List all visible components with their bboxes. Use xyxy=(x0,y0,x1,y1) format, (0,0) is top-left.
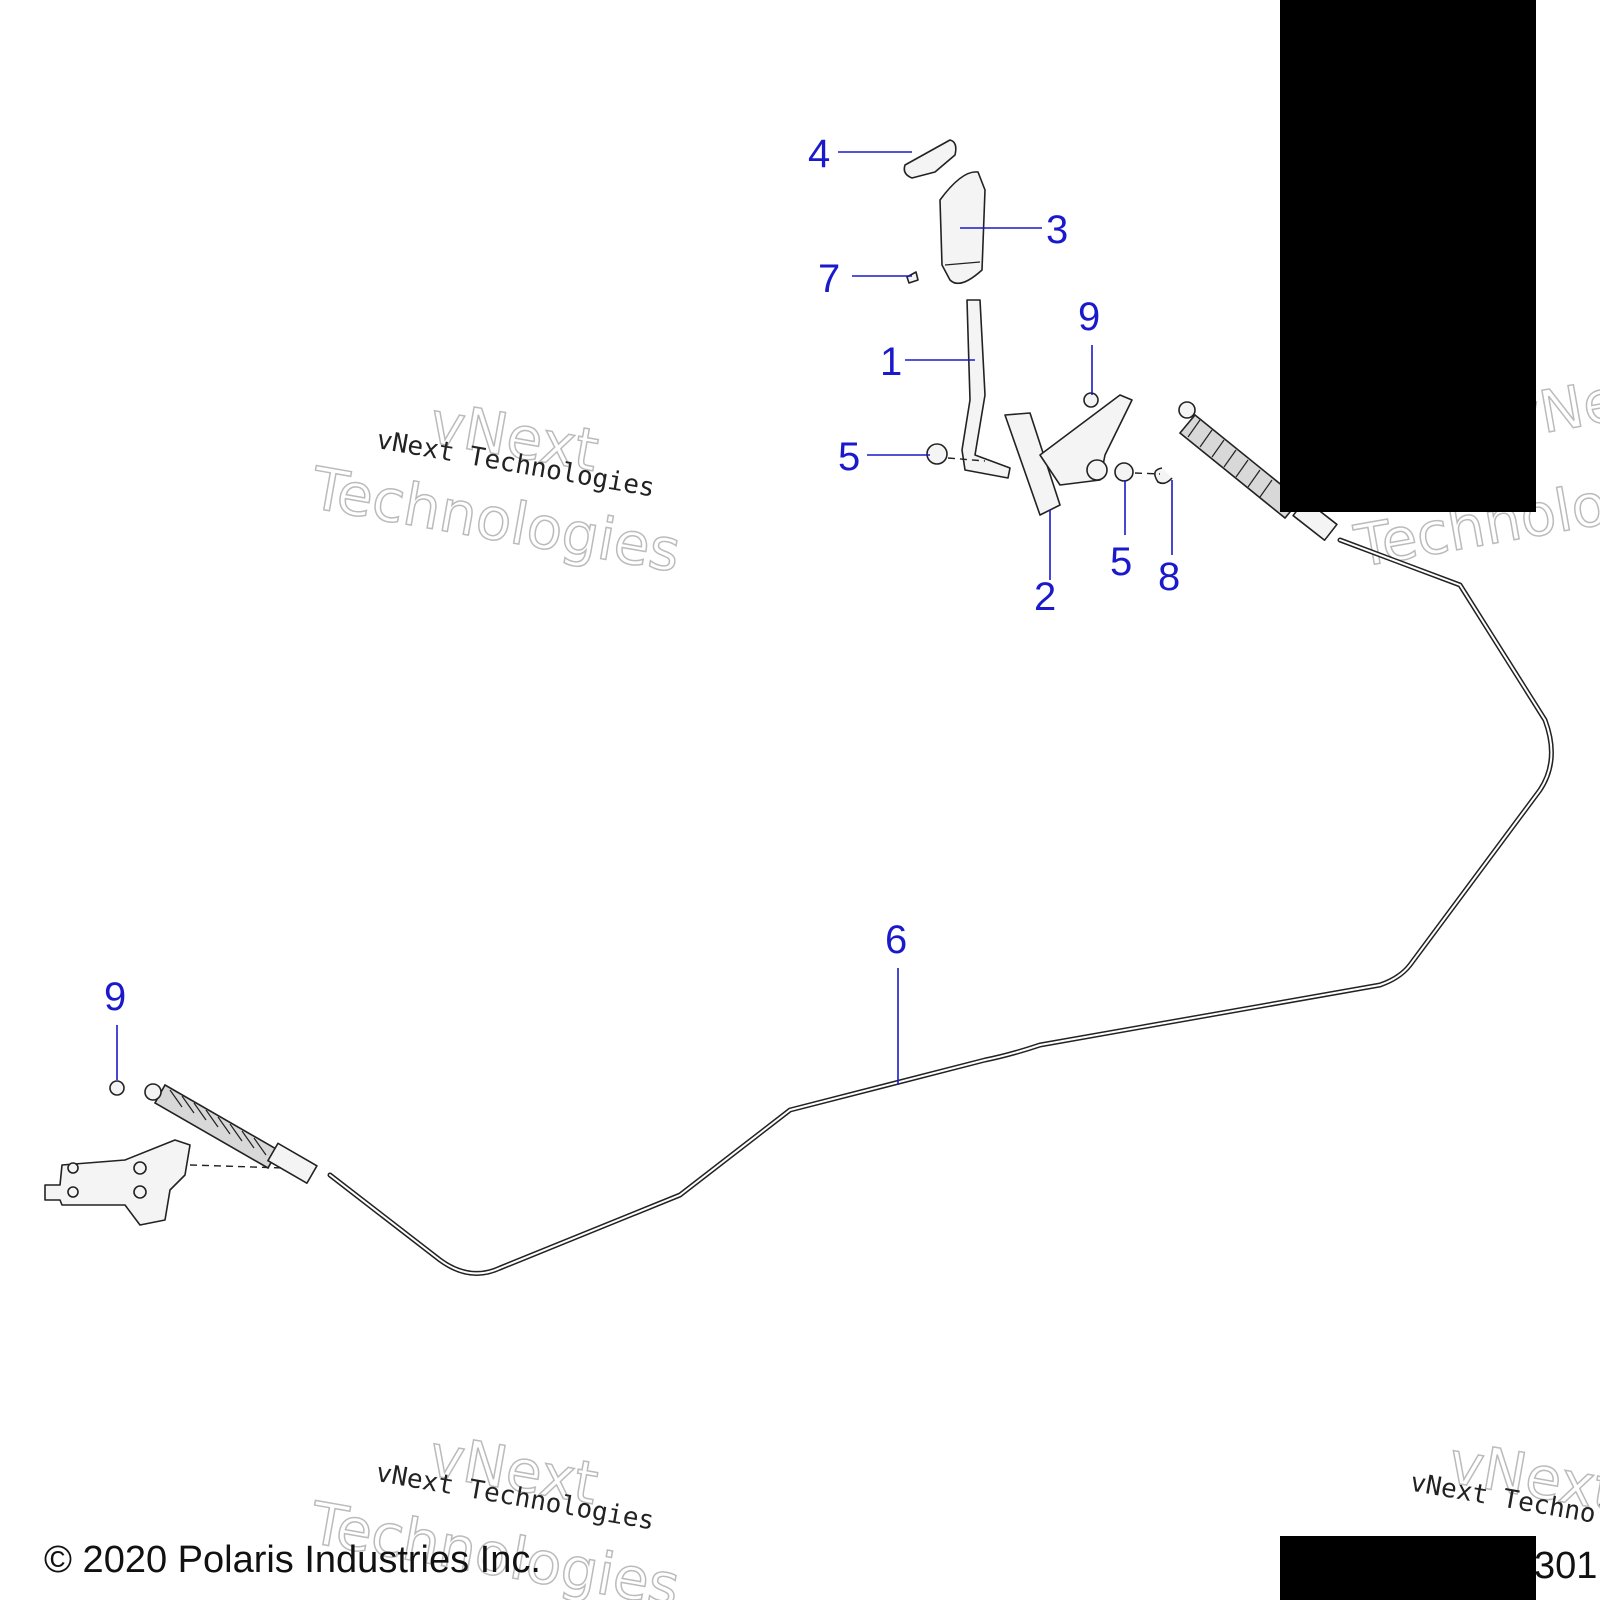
knob-cap xyxy=(903,139,957,179)
diagram-code-fragment: 301 xyxy=(1534,1545,1597,1587)
shift-cable xyxy=(327,537,1554,1276)
bushing-left xyxy=(926,443,948,465)
callout-4: 4 xyxy=(808,132,830,176)
callout-2: 2 xyxy=(1034,575,1056,619)
callout-8: 8 xyxy=(1158,555,1180,599)
nut-upper xyxy=(1083,392,1099,408)
callout-5-left: 5 xyxy=(838,435,860,479)
mount-plate xyxy=(1004,412,1061,516)
shift-lever xyxy=(961,299,1011,479)
callout-5-right: 5 xyxy=(1110,540,1132,584)
watermark-left: vNext Technologies vNext Technologies xyxy=(305,388,686,587)
shifter-assembly xyxy=(903,139,1173,516)
redaction-block-bottom xyxy=(1280,1536,1536,1600)
bushing-right xyxy=(1114,462,1134,482)
callouts: 4 3 7 9 1 5 5 8 2 6 9 xyxy=(104,132,1180,1019)
callout-9-upper: 9 xyxy=(1078,295,1100,339)
knob-screw xyxy=(906,271,919,284)
nut-lower xyxy=(109,1080,125,1096)
shifter-arm xyxy=(1039,394,1133,486)
pivot-boss xyxy=(1086,459,1108,481)
leader-lines xyxy=(116,151,1173,1085)
callout-3: 3 xyxy=(1046,208,1068,252)
cable-end-lower xyxy=(144,1083,318,1184)
cable-bracket xyxy=(44,1139,286,1226)
watermark-bottom-right: vNext vNext Technologies xyxy=(1408,1428,1600,1546)
copyright-text: © 2020 Polaris Industries Inc. xyxy=(44,1539,541,1581)
redaction-block-top xyxy=(1280,0,1536,512)
cable-end-ball xyxy=(144,1083,162,1101)
callout-7: 7 xyxy=(818,257,840,301)
cable-end-ball xyxy=(1178,401,1196,419)
e-clip xyxy=(1154,467,1173,485)
callout-9-lower: 9 xyxy=(104,975,126,1019)
callout-1: 1 xyxy=(880,340,902,384)
callout-6: 6 xyxy=(885,918,907,962)
